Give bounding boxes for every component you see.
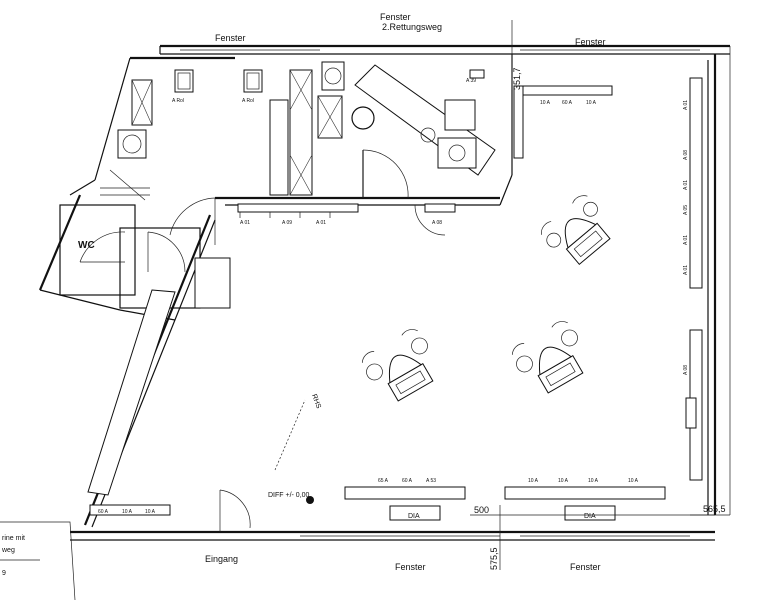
shelf-code: A 01 (683, 265, 689, 275)
shelf-code: A 01 (683, 100, 689, 110)
dia-label-1: DIA (408, 513, 420, 520)
eingang-label: Eingang (205, 554, 238, 564)
shelf-code: A 01 (316, 220, 326, 226)
corner-text-3: 9 (2, 570, 6, 577)
treatment-chair (511, 321, 584, 394)
shelf-code: 65 A (378, 478, 389, 484)
shelf-code: A 01 (683, 180, 689, 190)
shelf-code: A 53 (426, 478, 436, 484)
dim-500-label: 500 (474, 505, 489, 515)
treatment-chair (541, 195, 611, 266)
doors (169, 149, 446, 532)
wc-area (59, 169, 201, 309)
treatment-chair (361, 329, 434, 402)
shelf-code: A 01 (683, 235, 689, 245)
dim-top-label: 351,7 (512, 67, 522, 90)
rhs-ruler (274, 399, 306, 471)
shelf-code: A 08 (683, 365, 689, 375)
shelf-code: A 05 (683, 205, 689, 215)
reference-marker (306, 496, 314, 504)
appliance-label: A Rol (242, 98, 254, 104)
shelf-code: 10 A (528, 478, 539, 484)
shelf-code: 10 A (558, 478, 569, 484)
appliance-label: A 39 (466, 78, 476, 84)
fenster-top-center-label: Fenster (380, 12, 411, 22)
kitchen-fixtures (117, 61, 496, 196)
shelf-code: 10 A (588, 478, 599, 484)
rettungsweg-label: 2.Rettungsweg (382, 22, 442, 32)
fenster-top-left-label: Fenster (215, 33, 246, 43)
fenster-bottom-right-label: Fenster (570, 562, 601, 572)
diff-label: DIFF +/- 0,00 (268, 492, 310, 499)
shelf-code: 10 A (586, 100, 597, 106)
rhs-label: RHS (310, 393, 322, 410)
dimension-lines (306, 20, 730, 570)
corner-note-frame (0, 521, 76, 601)
corner-text-1: rine mit (2, 535, 25, 542)
dia-label-2: DIA (584, 513, 596, 520)
dim-bottom-label: 575,5 (489, 547, 499, 570)
shelf-code: A 09 (282, 220, 292, 226)
shelf-code: 60 A (98, 509, 109, 515)
shelf-code: A 01 (240, 220, 250, 226)
dim-right-label: 565,5 (703, 504, 726, 514)
fenster-top-right-label: Fenster (575, 37, 606, 47)
shelf-runs (87, 77, 703, 521)
shelf-code: A 08 (683, 150, 689, 160)
shelf-code: 10 A (540, 100, 551, 106)
wc-label: WC (78, 240, 95, 251)
corner-text-2: weg (1, 547, 15, 554)
fenster-bottom-mid-label: Fenster (395, 562, 426, 572)
shelf-code: 60 A (402, 478, 413, 484)
appliance-label: A Rol (172, 98, 184, 104)
shelf-code: 10 A (145, 509, 156, 515)
shelf-code: 10 A (122, 509, 133, 515)
shelf-code: A 08 (432, 220, 442, 226)
shelf-code: 10 A (628, 478, 639, 484)
shelf-code: 60 A (562, 100, 573, 106)
